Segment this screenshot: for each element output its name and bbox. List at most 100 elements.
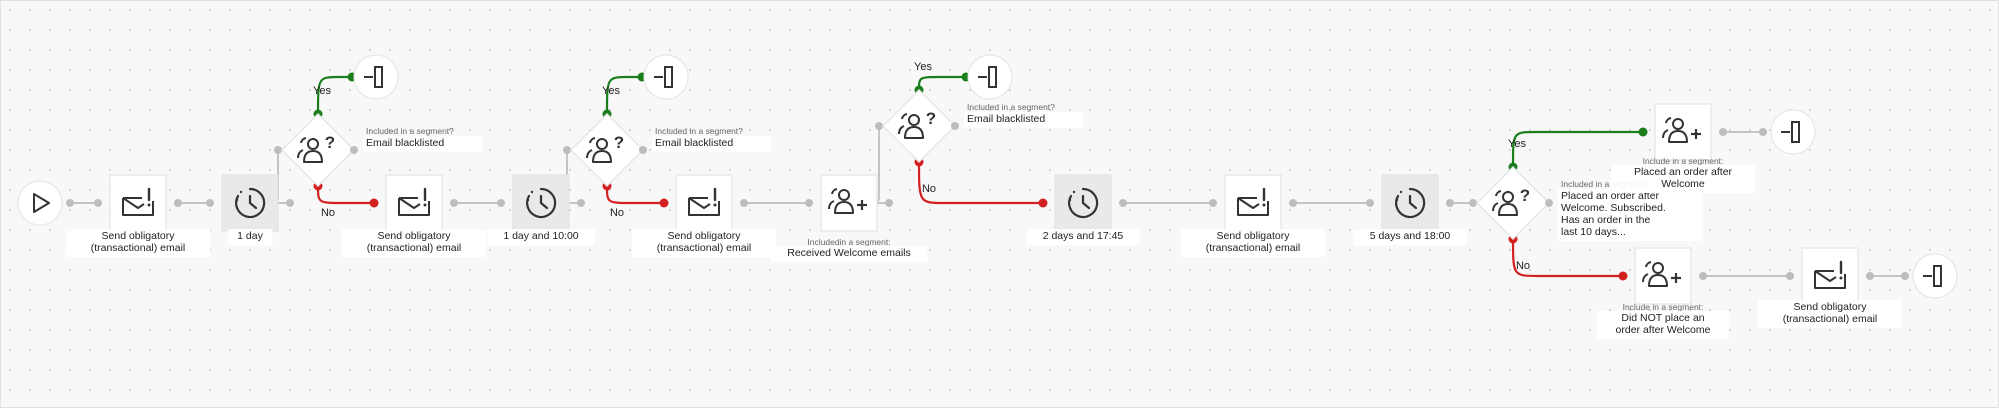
port-dot — [875, 122, 883, 130]
no-label: No — [922, 183, 936, 195]
node-email-email3[interactable]: Send obligatory(transactional) email — [631, 174, 777, 257]
node-wait-wait2[interactable]: 1 day and 10:00 — [487, 174, 595, 245]
port-dot — [94, 199, 102, 207]
port-dot — [1699, 272, 1707, 280]
exit-icon — [364, 66, 383, 88]
mail-alert-icon — [1237, 187, 1269, 216]
node-email-email5[interactable]: Send obligatory(transactional) email — [1757, 247, 1903, 328]
node-condition-cond2[interactable]: ?Included in a segment?Email blacklisted — [569, 112, 772, 188]
connector-cond3-wait3: No — [914, 157, 1048, 208]
yes-label: Yes — [1508, 138, 1526, 150]
node-label: Email blacklisted — [967, 113, 1045, 125]
svg-text:?: ? — [1520, 186, 1530, 205]
exit-icon — [1781, 121, 1800, 143]
port-dot — [885, 199, 893, 207]
svg-text:?: ? — [325, 133, 335, 152]
node-condition-cond1[interactable]: ?Included in a segment?Email blacklisted — [280, 112, 483, 188]
port-dot — [1119, 199, 1127, 207]
connector-cond2-email3: No — [602, 181, 669, 219]
node-sublabel: Included in a segment? — [366, 126, 454, 136]
port-dot — [1366, 199, 1374, 207]
node-email-email2[interactable]: Send obligatory(transactional) email — [341, 174, 487, 257]
node-wait-wait4[interactable]: 5 days and 18:00 — [1353, 174, 1467, 245]
clock-icon — [1395, 187, 1426, 219]
segment-question-icon: ? — [1492, 186, 1530, 216]
exit-icon — [978, 66, 997, 88]
port-dot — [805, 199, 813, 207]
node-start-start[interactable] — [17, 180, 63, 226]
node-exit-exit4[interactable] — [1770, 109, 1816, 155]
mail-alert-icon — [122, 187, 154, 216]
connector-email2-wait2 — [450, 199, 505, 207]
node-condition-cond3[interactable]: ?Included in a segment?Email blacklisted — [881, 88, 1084, 164]
node-exit-exit1[interactable] — [353, 54, 399, 100]
node-label: Send obligatory(transactional) email — [1783, 301, 1878, 325]
no-label: No — [321, 207, 335, 219]
port-dot — [174, 199, 182, 207]
segment-add-icon — [1642, 261, 1681, 287]
connector-email5-exit5 — [1866, 272, 1909, 280]
port-dot-no — [369, 198, 379, 208]
connector-email4-wait4 — [1289, 199, 1374, 207]
node-label: 5 days and 18:00 — [1370, 230, 1451, 242]
port-dot — [274, 146, 282, 154]
connector-start-email1 — [66, 199, 102, 207]
connector-cond2-exit2: Yes — [602, 72, 647, 119]
port-dot — [1209, 199, 1217, 207]
node-exit-exit5[interactable] — [1912, 253, 1958, 299]
port-dot — [1446, 199, 1454, 207]
node-label: Send obligatory(transactional) email — [91, 230, 186, 254]
node-wait-wait1[interactable]: 1 day — [221, 174, 279, 245]
clock-icon — [526, 187, 557, 219]
node-exit-exit2[interactable] — [643, 54, 689, 100]
port-dot — [1901, 272, 1909, 280]
node-label: 1 day and 10:00 — [503, 230, 578, 242]
node-email-email1[interactable]: Send obligatory(transactional) email — [65, 174, 211, 257]
connector-cond4-seg2: Yes — [1508, 127, 1648, 172]
yes-label: Yes — [313, 85, 331, 97]
no-label: No — [610, 207, 624, 219]
node-segment-seg2[interactable]: Include in a segment:Placed an order aft… — [1610, 103, 1756, 193]
node-label: Send obligatory(transactional) email — [1206, 230, 1301, 254]
exit-icon — [1923, 265, 1942, 287]
port-dot — [563, 146, 571, 154]
node-email-email4[interactable]: Send obligatory(transactional) email — [1180, 174, 1326, 257]
connector-cond4-seg3: No — [1508, 234, 1628, 281]
yes-label: Yes — [602, 85, 620, 97]
port-dot — [350, 146, 358, 154]
node-exit-exit3[interactable] — [967, 54, 1013, 100]
node-wait-wait3[interactable]: 2 days and 17:45 — [1026, 174, 1140, 245]
segment-add-icon — [1662, 117, 1701, 143]
mail-alert-icon — [398, 187, 430, 216]
port-dot — [1469, 199, 1477, 207]
port-dot — [1786, 272, 1794, 280]
connector-cond1-email2: No — [313, 181, 379, 219]
segment-question-icon: ? — [898, 109, 936, 139]
mail-alert-icon — [1814, 260, 1846, 289]
port-dot — [577, 199, 585, 207]
connector-email3-seg1 — [740, 199, 813, 207]
port-dot — [497, 199, 505, 207]
port-dot — [1866, 272, 1874, 280]
node-segment-seg1[interactable]: Includedin a segment:Received Welcome em… — [770, 174, 928, 262]
port-dot-no — [659, 198, 669, 208]
connector-cond1-exit1: Yes — [313, 72, 357, 119]
node-layer: Send obligatory(transactional) email 1 da… — [17, 54, 1958, 339]
node-sublabel: Included in a segment? — [1561, 179, 1649, 189]
svg-text:?: ? — [614, 133, 624, 152]
connector-email1-wait1 — [174, 199, 214, 207]
port-dot — [66, 199, 74, 207]
port-dot — [951, 122, 959, 130]
connector-cond3-exit3: Yes — [914, 61, 971, 95]
play-icon — [33, 193, 50, 213]
node-label: Received Welcome emails — [787, 247, 911, 259]
node-sublabel: Include in a segment: — [1643, 156, 1724, 166]
clock-icon — [235, 187, 266, 219]
port-dot — [206, 199, 214, 207]
port-dot — [740, 199, 748, 207]
port-dot-no — [1038, 198, 1048, 208]
